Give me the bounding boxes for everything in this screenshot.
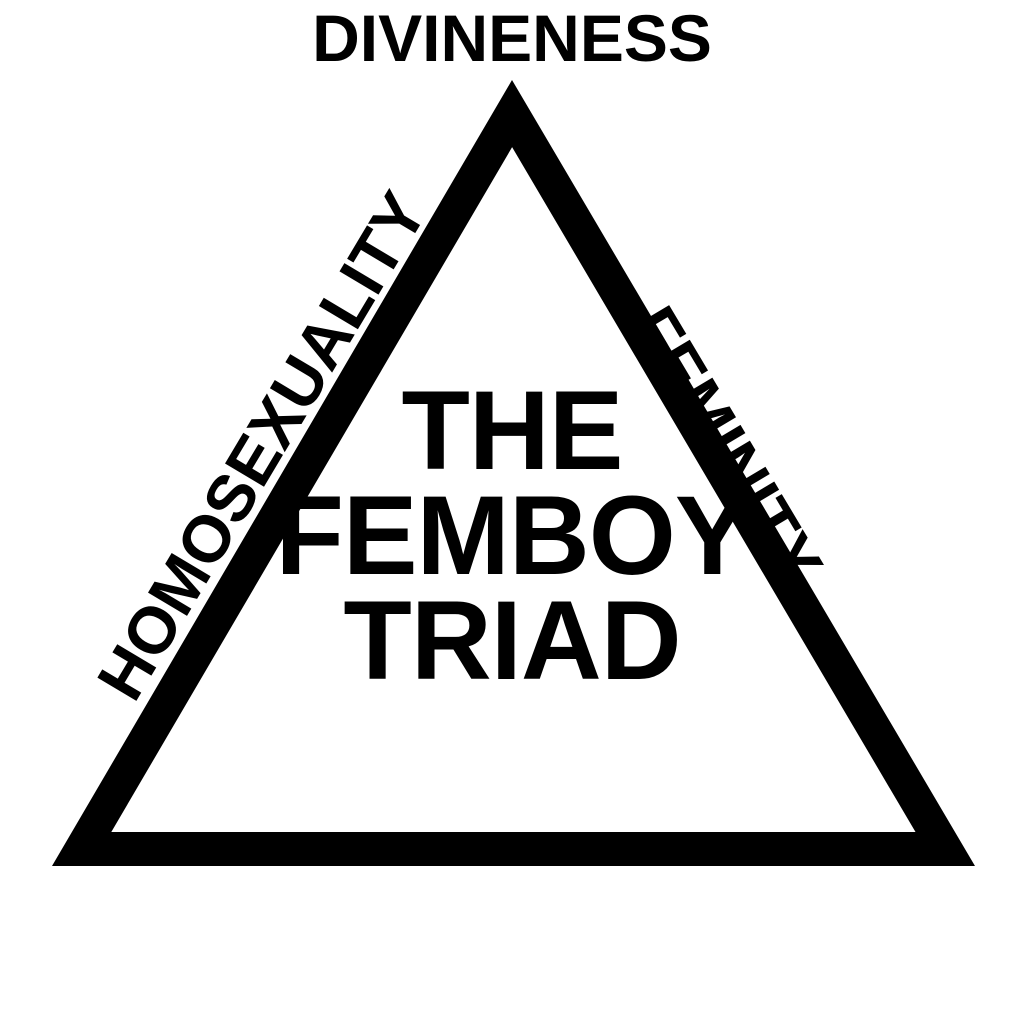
center-title-line-2: FEMBOY bbox=[275, 473, 749, 598]
center-title: THE FEMBOY TRIAD bbox=[0, 368, 1024, 703]
center-title-line-1: THE bbox=[401, 368, 624, 493]
edge-label-divineness: DIVINENESS bbox=[312, 1, 712, 75]
center-title-line-3: TRIAD bbox=[343, 578, 681, 703]
